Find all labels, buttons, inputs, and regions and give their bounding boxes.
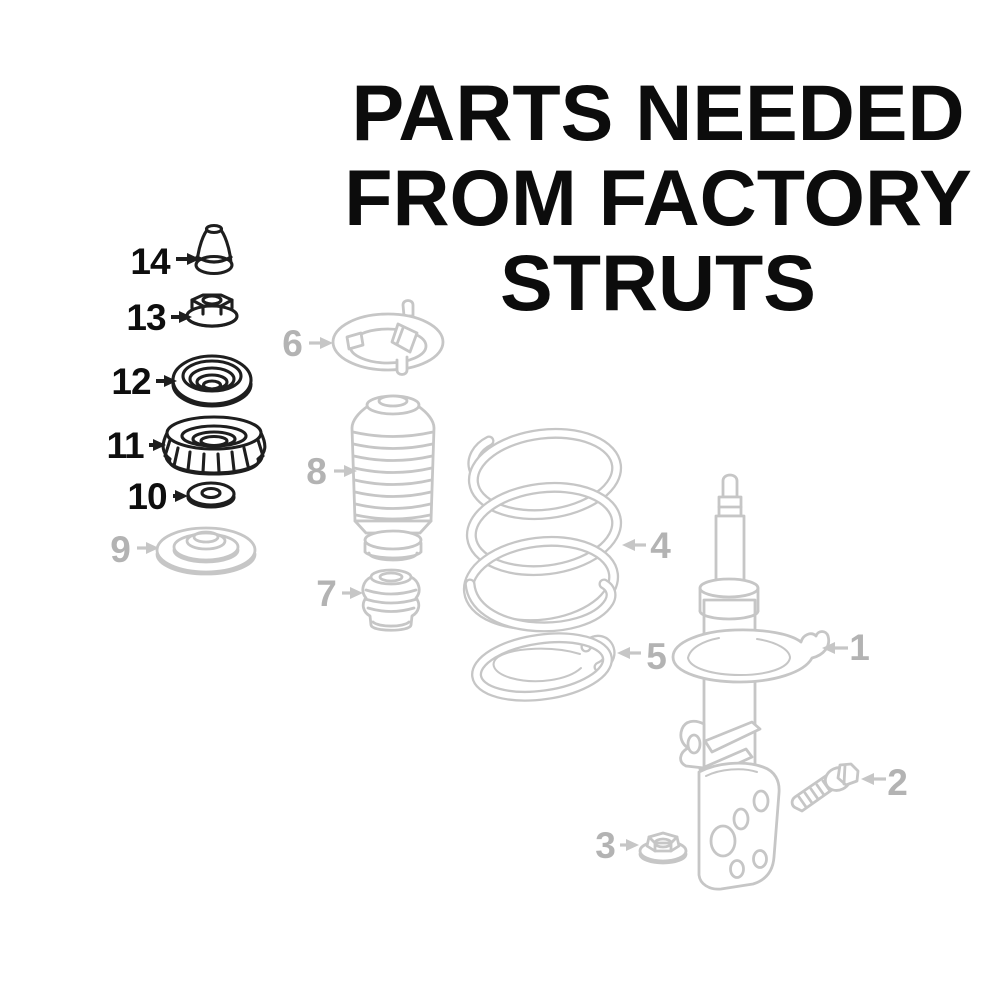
callout-10-mount-washer: 10 xyxy=(127,476,188,517)
part-4-coil-spring-drawing xyxy=(462,427,623,633)
callout-5-spring-end-coil: 5 xyxy=(617,636,667,677)
part-7-bump-stop-drawing xyxy=(361,568,421,632)
callout-arrowhead-icon xyxy=(187,253,200,265)
callout-14-strut-rod-cap: 14 xyxy=(130,241,200,282)
part-number-5: 5 xyxy=(646,636,666,677)
part-number-4: 4 xyxy=(650,525,671,566)
title-line-3: STRUTS xyxy=(500,238,816,327)
part-13-strut-lock-nut-drawing xyxy=(185,293,239,328)
title-line-1: PARTS NEEDED xyxy=(351,68,965,157)
callout-8-dust-boot: 8 xyxy=(306,451,357,492)
part-14-strut-rod-cap-drawing xyxy=(194,223,234,276)
part-11-strut-mount-drawing xyxy=(161,415,267,476)
part-12-mount-bearing-drawing xyxy=(171,354,253,408)
callout-11-strut-mount: 11 xyxy=(106,425,166,466)
part-number-12: 12 xyxy=(111,361,151,402)
callout-arrowhead-icon xyxy=(164,375,177,387)
part-2-bracket-bolt-drawing xyxy=(790,762,860,813)
callout-arrowhead-icon xyxy=(175,490,188,502)
callout-arrowhead-icon xyxy=(617,647,630,659)
callout-arrowhead-icon xyxy=(622,539,635,551)
callout-6-spring-seat-plate: 6 xyxy=(282,323,333,364)
callout-9-upper-spring-seat: 9 xyxy=(110,529,159,570)
part-5-spring-end-coil-drawing xyxy=(471,632,616,702)
callout-arrowhead-icon xyxy=(861,773,874,785)
part-10-mount-washer-drawing xyxy=(186,481,236,509)
part-number-10: 10 xyxy=(127,476,167,517)
part-1-strut-assembly-drawing xyxy=(671,473,831,891)
callout-arrowhead-icon xyxy=(344,465,357,477)
part-number-13: 13 xyxy=(126,297,166,338)
callout-7-bump-stop: 7 xyxy=(316,573,363,614)
part-3-bracket-nut-drawing xyxy=(638,831,688,865)
callout-arrowhead-icon xyxy=(350,587,363,599)
callout-arrowhead-icon xyxy=(153,439,166,451)
part-number-2: 2 xyxy=(887,762,907,803)
part-number-6: 6 xyxy=(282,323,302,364)
callout-12-mount-bearing: 12 xyxy=(111,361,177,402)
part-8-dust-boot-drawing xyxy=(350,394,436,562)
part-number-8: 8 xyxy=(306,451,326,492)
part-number-3: 3 xyxy=(595,825,615,866)
callout-arrowhead-icon xyxy=(626,839,639,851)
callout-1-strut-assembly: 1 xyxy=(822,627,870,668)
title-line-2: FROM FACTORY xyxy=(344,153,972,242)
callout-arrowhead-icon xyxy=(146,542,159,554)
part-number-14: 14 xyxy=(130,241,171,282)
callout-arrowhead-icon xyxy=(822,642,835,654)
part-9-upper-spring-seat-drawing xyxy=(155,526,257,576)
part-number-7: 7 xyxy=(316,573,336,614)
part-number-11: 11 xyxy=(106,425,144,466)
callout-arrowhead-icon xyxy=(179,311,192,323)
part-number-9: 9 xyxy=(110,529,130,570)
callout-4-coil-spring: 4 xyxy=(622,525,672,566)
callout-13-strut-lock-nut: 13 xyxy=(126,297,192,338)
callout-3-bracket-nut: 3 xyxy=(595,825,639,866)
callout-arrowhead-icon xyxy=(320,337,333,349)
page-title: PARTS NEEDED FROM FACTORY STRUTS xyxy=(318,70,998,325)
callout-2-bracket-bolt: 2 xyxy=(861,762,908,803)
part-number-1: 1 xyxy=(849,627,869,668)
part-6-spring-seat-plate-drawing xyxy=(331,299,445,376)
